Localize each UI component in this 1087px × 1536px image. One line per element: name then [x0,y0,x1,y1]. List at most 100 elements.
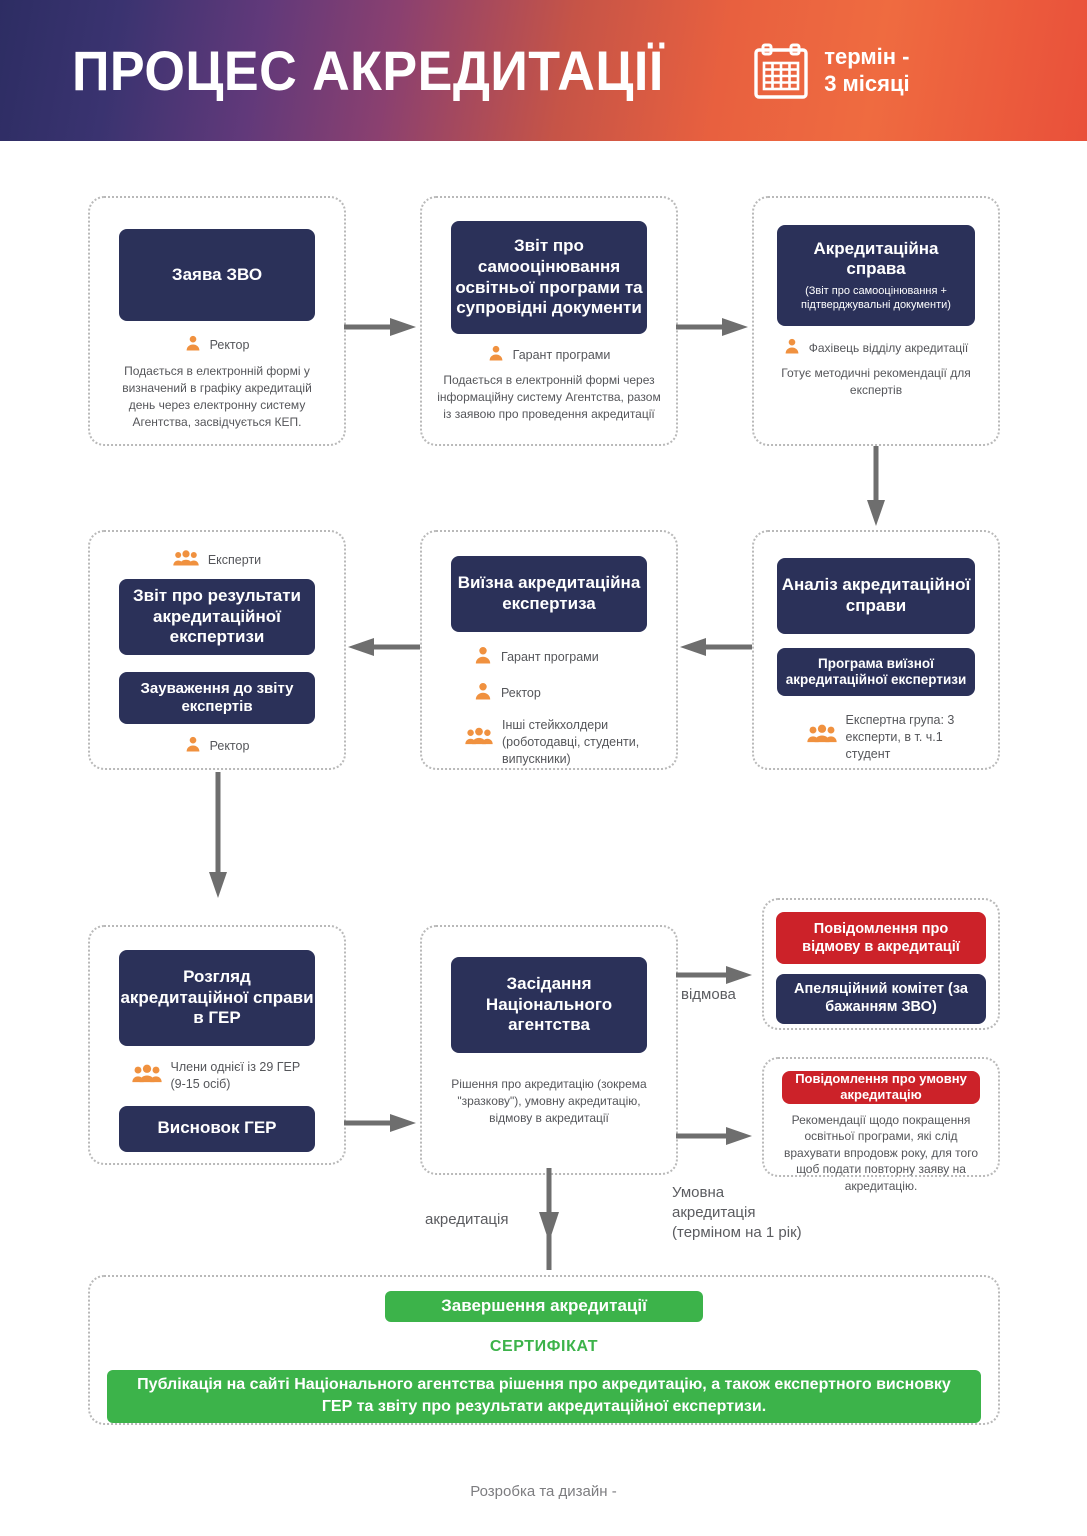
step-card-analiz-spravy[interactable]: Аналіз акредитаційної справи Програма ви… [752,530,1000,770]
step1-title: Заява ЗВО [171,264,263,284]
step3-title: Акредитаційна справа [813,238,939,279]
step2-title-box: Звіт про самооцінювання освітньої програ… [451,221,647,334]
step6-title-box: Аналіз акредитаційної справи [777,558,975,634]
person-icon [185,736,201,757]
completion-box: Завершення акредитації [385,1291,703,1322]
step6-second-label: Програма виїзної акредитаційної експерти… [785,655,967,687]
step5-role-row-2: Ректор [474,682,666,705]
page-header: ПРОЦЕС АКРЕДИТАЦІЇ термін - 3 міся [0,0,1087,141]
flow-label-accreditation: акредитація [425,1211,509,1228]
step2-description: Подається в електронній формі через інфо… [437,372,661,421]
arrow-step5-to-step4 [344,636,420,663]
step5-role-row-3: Інші стейкхолдери (роботодавці, студенти… [465,717,666,768]
step6-title: Аналіз акредитаційної справи [781,575,971,615]
header-term-block: термін - 3 місяці [754,42,910,100]
step2-role-row: Гарант програми [488,345,611,366]
step3-title-box: Акредитаційна справа (Звіт про самооціню… [777,225,975,326]
step5-role-row-1: Гарант програми [474,646,666,669]
step-card-zvit-samootsinyuvannya[interactable]: Звіт про самооцінювання освітньої програ… [420,196,678,446]
step-card-vyizna-ekspertyza[interactable]: Виїзна акредитаційна експертиза Гарант п… [420,530,678,770]
step3-description: Готує методичні рекомендації для експерт… [781,366,971,398]
step-card-zayava-zvo[interactable]: Заява ЗВО Ректор Подається в електронній… [88,196,346,446]
step-card-akredytatsiyna-sprava[interactable]: Акредитаційна справа (Звіт про самооціню… [752,196,1000,446]
step7-second-label: Висновок ГЕР [157,1118,277,1138]
term-line-1: термін - [824,43,910,69]
flow-label-conditional: Умовна акредитація (терміном на 1 рік) [672,1184,802,1241]
person-icon [474,682,492,705]
step4-title-box: Звіт про результати акредитаційної експе… [119,578,315,655]
step-card-zasidannya-agentstva[interactable]: Засідання Національного агентства Рішенн… [420,925,678,1175]
header-term-text: термін - 3 місяці [824,44,909,98]
step8-description: Рішення про акредитацію (зокрема "зразко… [451,1077,647,1126]
people-icon [806,724,837,748]
conditional-notice-label: Повідомлення про умовну акредитацію [795,1071,967,1103]
refusal-notice-label: Повідомлення про відмову в акредитації [802,920,960,955]
person-icon [488,345,504,366]
flow-label-refusal: відмова [681,986,736,1003]
arrow-step8-to-refusal [676,964,756,991]
step8-title: Засідання Національного агентства [485,973,613,1035]
step5-title-box: Виїзна акредитаційна експертиза [451,556,647,632]
appeal-committee-box: Апеляційний комітет (за бажанням ЗВО) [776,974,986,1024]
arrow-step4-to-step7 [206,772,230,907]
step3-subtitle: (Звіт про самооцінювання + підтверджувал… [801,285,951,312]
step2-title: Звіт про самооцінювання освітньої програ… [455,236,643,318]
step2-role-label: Гарант програми [512,348,611,362]
step3-role-label: Фахівець відділу акредитації [808,341,969,355]
person-icon [185,335,201,356]
outcome-card-refusal[interactable]: Повідомлення про відмову в акредитації А… [762,898,1000,1030]
step6-role-label: Експертна група: 3 експерти, в т. ч.1 ст… [845,713,955,761]
step4-role-top-row: Експерти [173,550,261,571]
completion-label: Завершення акредитації [441,1295,647,1315]
step1-description: Подається в електронній формі у визначен… [122,363,312,429]
person-icon [784,338,800,358]
publication-label: Публікація на сайті Національного агентс… [137,1376,951,1416]
step-card-rozglyad-ger[interactable]: Розгляд акредитаційної справи в ГЕР Член… [88,925,346,1165]
step5-role-label-1: Гарант програми [501,649,599,664]
appeal-committee-label: Апеляційний комітет (за бажанням ЗВО) [794,981,968,1015]
step4-role-top-label: Експерти [207,553,262,567]
publication-box: Публікація на сайті Національного агентс… [107,1369,981,1423]
step-card-zvit-rezultaty[interactable]: Експерти Звіт про результати акредитацій… [88,530,346,770]
footer-credit: Розробка та дизайн - [470,1483,617,1500]
step5-title: Виїзна акредитаційна експертиза [457,573,641,613]
step7-title-box: Розгляд акредитаційної справи в ГЕР [119,950,315,1046]
step6-role-row: Експертна група: 3 експерти, в т. ч.1 ст… [787,712,966,763]
arrow-step3-to-step6 [864,446,888,535]
step4-second-box: Зауваження до звіту експертів [119,671,315,724]
step7-title: Розгляд акредитаційної справи в ГЕР [120,966,314,1028]
people-icon [131,1064,162,1088]
step1-title-box: Заява ЗВО [119,229,315,321]
step7-role-label: Члени однієї із 29 ГЕР (9-15 осіб) [170,1060,301,1091]
step1-role-row: Ректор [185,335,250,356]
step3-role-row: Фахівець відділу акредитації [784,338,969,358]
step6-second-box: Програма виїзної акредитаційної експерти… [777,648,975,696]
people-icon [173,550,199,571]
arrow-step7-to-step8 [344,1112,420,1139]
outcome-card-conditional[interactable]: Повідомлення про умовну акредитацію Реко… [762,1057,1000,1193]
page-title: ПРОЦЕС АКРЕДИТАЦІЇ [72,39,664,102]
final-card-completion[interactable]: Завершення акредитації СЕРТИФІКАТ Публік… [88,1275,1000,1425]
people-icon [465,727,493,750]
arrow-step8-to-conditional [676,1125,756,1152]
arrow-step2-to-step3 [676,316,752,343]
refusal-notice-box: Повідомлення про відмову в акредитації [776,912,986,964]
step1-role-label: Ректор [209,338,250,352]
step5-role-label-2: Ректор [501,685,541,700]
step5-role-label-3: Інші стейкхолдери (роботодавці, студенти… [502,718,640,767]
conditional-description: Рекомендації щодо покращення освітньої п… [784,1112,978,1193]
conditional-notice-box: Повідомлення про умовну акредитацію [782,1071,980,1104]
person-icon [474,646,492,669]
step4-title: Звіт про результати акредитаційної експе… [132,585,302,647]
step4-role-bottom-label: Ректор [209,738,250,753]
calendar-icon [754,42,808,100]
step4-role-bottom-row: Ректор [185,736,250,757]
step7-second-box: Висновок ГЕР [119,1105,315,1152]
term-line-2: 3 місяці [824,70,910,96]
certificate-label: СЕРТИФІКАТ [489,1337,599,1355]
arrow-step1-to-step2 [344,316,420,343]
arrow-step6-to-step5 [676,636,752,663]
step7-role-row: Члени однієї із 29 ГЕР (9-15 осіб) [124,1059,311,1093]
step8-title-box: Засідання Національного агентства [451,957,647,1053]
step4-second-label: Зауваження до звіту експертів [140,679,294,715]
